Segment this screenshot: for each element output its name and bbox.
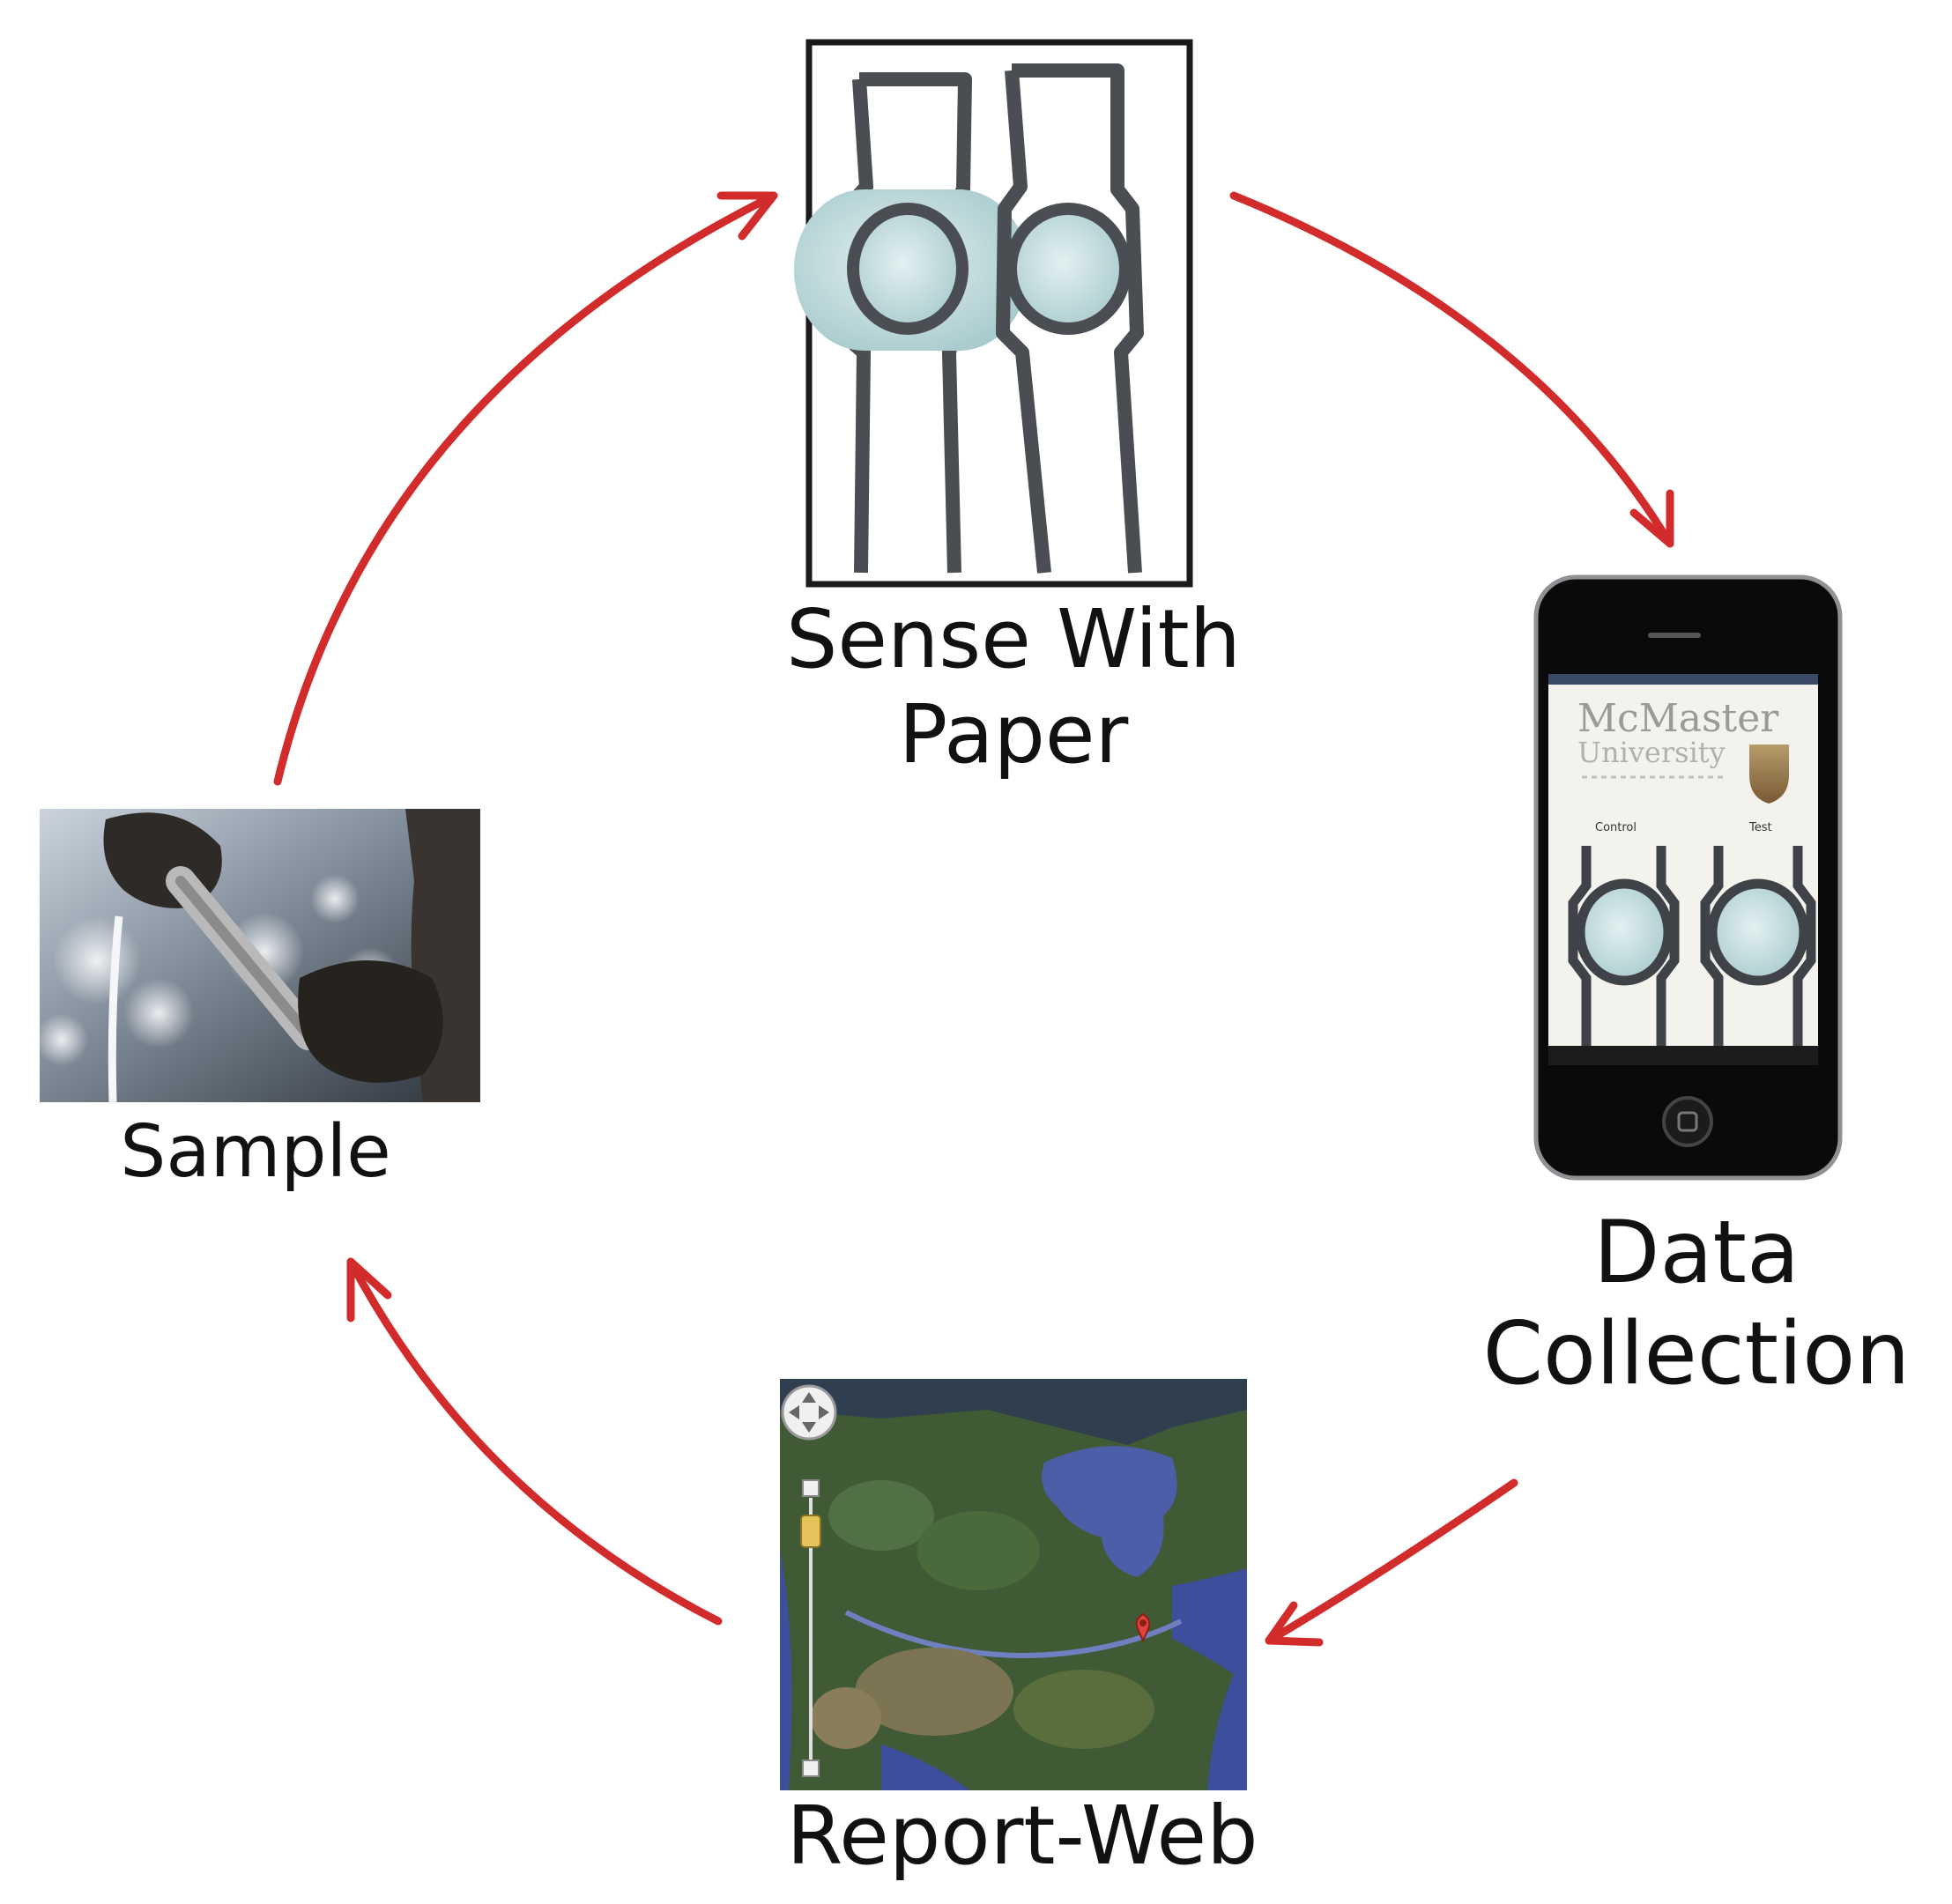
paper-strip-left <box>793 72 1029 574</box>
report-label-text: Report-Web <box>786 1789 1258 1883</box>
arrow-report-to-sample <box>346 1257 723 1626</box>
phone-strip-right <box>1700 846 1816 1046</box>
arrow-sample-to-sense <box>273 191 778 786</box>
arrow-sense-to-data <box>1229 191 1674 548</box>
sample-label: Sample <box>53 1110 458 1195</box>
data-collection-label: Data Collection <box>1392 1203 1952 1404</box>
water-sampling-photo <box>40 809 480 1102</box>
smartphone-image: McMaster University Control Test <box>1533 574 1843 1181</box>
map-location-marker-icon <box>1135 1612 1151 1643</box>
data-label-line2: Collection <box>1482 1303 1911 1404</box>
data-label-line1: Data <box>1593 1203 1800 1303</box>
sense-label-line2: Paper <box>898 686 1129 782</box>
phone-strip-right-label: Test <box>1748 821 1772 834</box>
phone-status-bar <box>1548 674 1818 685</box>
phone-toolbar <box>1548 1046 1818 1065</box>
report-web-label: Report-Web <box>705 1789 1340 1884</box>
crest-icon <box>1749 745 1789 804</box>
gloved-hand-bottom <box>298 960 443 1083</box>
map-zoom-slider <box>800 1479 821 1777</box>
sense-label-line1: Sense With <box>786 592 1241 686</box>
phone-strip-left-label: Control <box>1595 821 1637 834</box>
cycle-arrows <box>273 191 1674 1647</box>
phone-title-line1: McMaster <box>1577 696 1779 741</box>
phone-strip-left <box>1568 846 1680 1046</box>
paper-strip-right <box>996 63 1144 574</box>
satellite-map-image <box>780 1379 1247 1790</box>
paper-sensor-image <box>793 39 1193 588</box>
map-pacific-ocean <box>780 1551 792 1790</box>
phone-title-line2: University <box>1577 736 1726 769</box>
map-atlantic-ocean <box>1172 1568 1247 1790</box>
map-hudson-bay <box>1042 1446 1177 1577</box>
arrow-data-to-report <box>1265 1478 1518 1647</box>
map-pan-control-icon <box>781 1384 837 1441</box>
sample-label-text: Sample <box>120 1110 391 1194</box>
water-stream <box>108 915 123 1102</box>
sense-with-paper-label: Sense With Paper <box>696 592 1331 782</box>
